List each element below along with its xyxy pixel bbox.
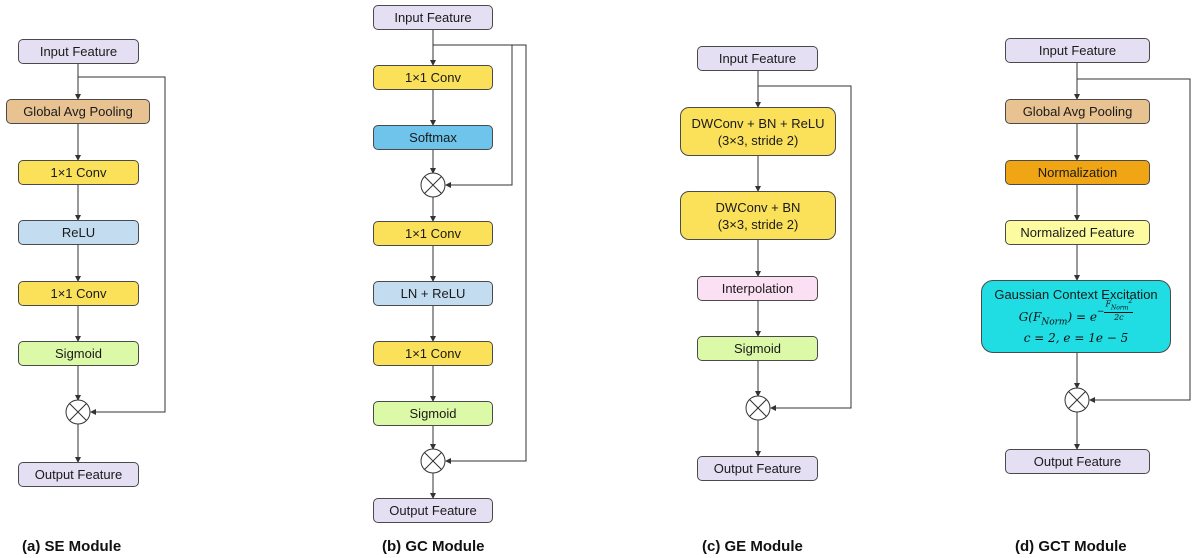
- gc-conv-3: 1×1 Conv: [373, 341, 493, 366]
- gct-caption: (d) GCT Module: [1015, 538, 1127, 555]
- node-label: Softmax: [409, 129, 457, 145]
- ge-sigmoid: Sigmoid: [697, 336, 818, 361]
- node-label: DWConv + BN + ReLU: [691, 115, 825, 131]
- gct-global-avg-pooling: Global Avg Pooling: [1005, 99, 1150, 124]
- ge-interpolation: Interpolation: [697, 276, 818, 301]
- gc-multiply-icon-1: [420, 172, 446, 198]
- node-label: Global Avg Pooling: [23, 103, 133, 119]
- gce-title: Gaussian Context Excitation: [994, 287, 1158, 303]
- node-label: Input Feature: [1038, 42, 1117, 58]
- formula-fraction: FNorm2 2c: [1104, 297, 1134, 323]
- se-conv-1: 1×1 Conv: [18, 160, 139, 185]
- node-label: Normalization: [1037, 164, 1118, 180]
- frac-num-sub: Norm: [1111, 304, 1129, 312]
- gc-softmax: Softmax: [373, 125, 493, 150]
- se-input-feature: Input Feature: [18, 39, 139, 64]
- node-label: Output Feature: [34, 466, 123, 482]
- gc-caption: (b) GC Module: [382, 538, 485, 555]
- se-multiply-icon: [65, 399, 91, 425]
- gce-params: c = 2, e = 1e − 5: [1023, 330, 1129, 345]
- gc-conv-1: 1×1 Conv: [373, 65, 493, 90]
- node-sublabel: (3×3, stride 2): [717, 132, 799, 148]
- node-label: Input Feature: [39, 43, 118, 59]
- gct-input-feature: Input Feature: [1005, 38, 1150, 63]
- gct-skip-connection: [1077, 78, 1191, 403]
- ge-input-feature: Input Feature: [697, 46, 818, 71]
- frac-num: F: [1105, 299, 1112, 309]
- gc-input-feature: Input Feature: [373, 5, 493, 30]
- node-label: LN + ReLU: [400, 285, 466, 301]
- ge-multiply-icon: [745, 395, 771, 421]
- node-label: Sigmoid: [409, 405, 457, 421]
- node-label: Input Feature: [718, 50, 797, 66]
- gct-output-feature: Output Feature: [1005, 449, 1150, 474]
- se-global-avg-pooling: Global Avg Pooling: [6, 99, 150, 124]
- node-label: Global Avg Pooling: [1022, 103, 1133, 119]
- node-label: 1×1 Conv: [404, 345, 461, 361]
- se-conv-2: 1×1 Conv: [18, 281, 139, 306]
- se-skip-connection: [78, 76, 166, 415]
- se-relu: ReLU: [18, 220, 139, 245]
- node-label: 1×1 Conv: [50, 164, 107, 180]
- frac-den: 2c: [1114, 313, 1124, 323]
- gct-multiply-icon: [1064, 387, 1090, 413]
- node-label: Output Feature: [389, 502, 477, 518]
- gc-multiply-icon-2: [420, 448, 446, 474]
- gc-conv-2: 1×1 Conv: [373, 221, 493, 246]
- node-label: Sigmoid: [734, 340, 781, 356]
- se-sigmoid: Sigmoid: [18, 341, 139, 366]
- formula-mid: ) = e: [1067, 310, 1097, 325]
- gct-normalization: Normalization: [1005, 160, 1150, 185]
- gct-normalized-feature: Normalized Feature: [1005, 220, 1150, 245]
- node-label: Normalized Feature: [1020, 224, 1135, 240]
- node-label: 1×1 Conv: [404, 225, 461, 241]
- se-caption: (a) SE Module: [22, 538, 122, 555]
- ge-dwconv-bn: DWConv + BN (3×3, stride 2): [680, 191, 836, 240]
- gc-skip-connection-inner: [445, 45, 513, 188]
- gct-gaussian-context-excitation: Gaussian Context Excitation G(FNorm) = e…: [981, 280, 1171, 353]
- ge-skip-connection: [758, 85, 852, 411]
- node-label: Output Feature: [713, 460, 802, 476]
- gc-sigmoid: Sigmoid: [373, 401, 493, 426]
- se-output-feature: Output Feature: [18, 462, 139, 487]
- ge-caption: (c) GE Module: [702, 538, 803, 555]
- node-label: 1×1 Conv: [404, 69, 461, 85]
- node-label: 1×1 Conv: [50, 285, 107, 301]
- formula-sub: Norm: [1041, 317, 1068, 328]
- formula-exp-minus: −: [1096, 307, 1105, 318]
- node-label: Interpolation: [721, 280, 794, 296]
- formula-lhs: G(F: [1018, 310, 1042, 325]
- ge-dwconv-bn-relu: DWConv + BN + ReLU (3×3, stride 2): [680, 107, 836, 156]
- gc-output-feature: Output Feature: [373, 498, 493, 523]
- ge-output-feature: Output Feature: [697, 456, 818, 481]
- node-label: ReLU: [61, 224, 96, 240]
- gc-skip-connection-outer: [433, 44, 527, 464]
- frac-num-sup: 2: [1128, 298, 1133, 306]
- node-label: Sigmoid: [55, 345, 102, 361]
- node-label: DWConv + BN: [715, 199, 801, 215]
- gc-ln-relu: LN + ReLU: [373, 281, 493, 306]
- node-label: Output Feature: [1033, 453, 1122, 469]
- node-sublabel: (3×3, stride 2): [717, 216, 799, 232]
- node-label: Input Feature: [394, 9, 472, 25]
